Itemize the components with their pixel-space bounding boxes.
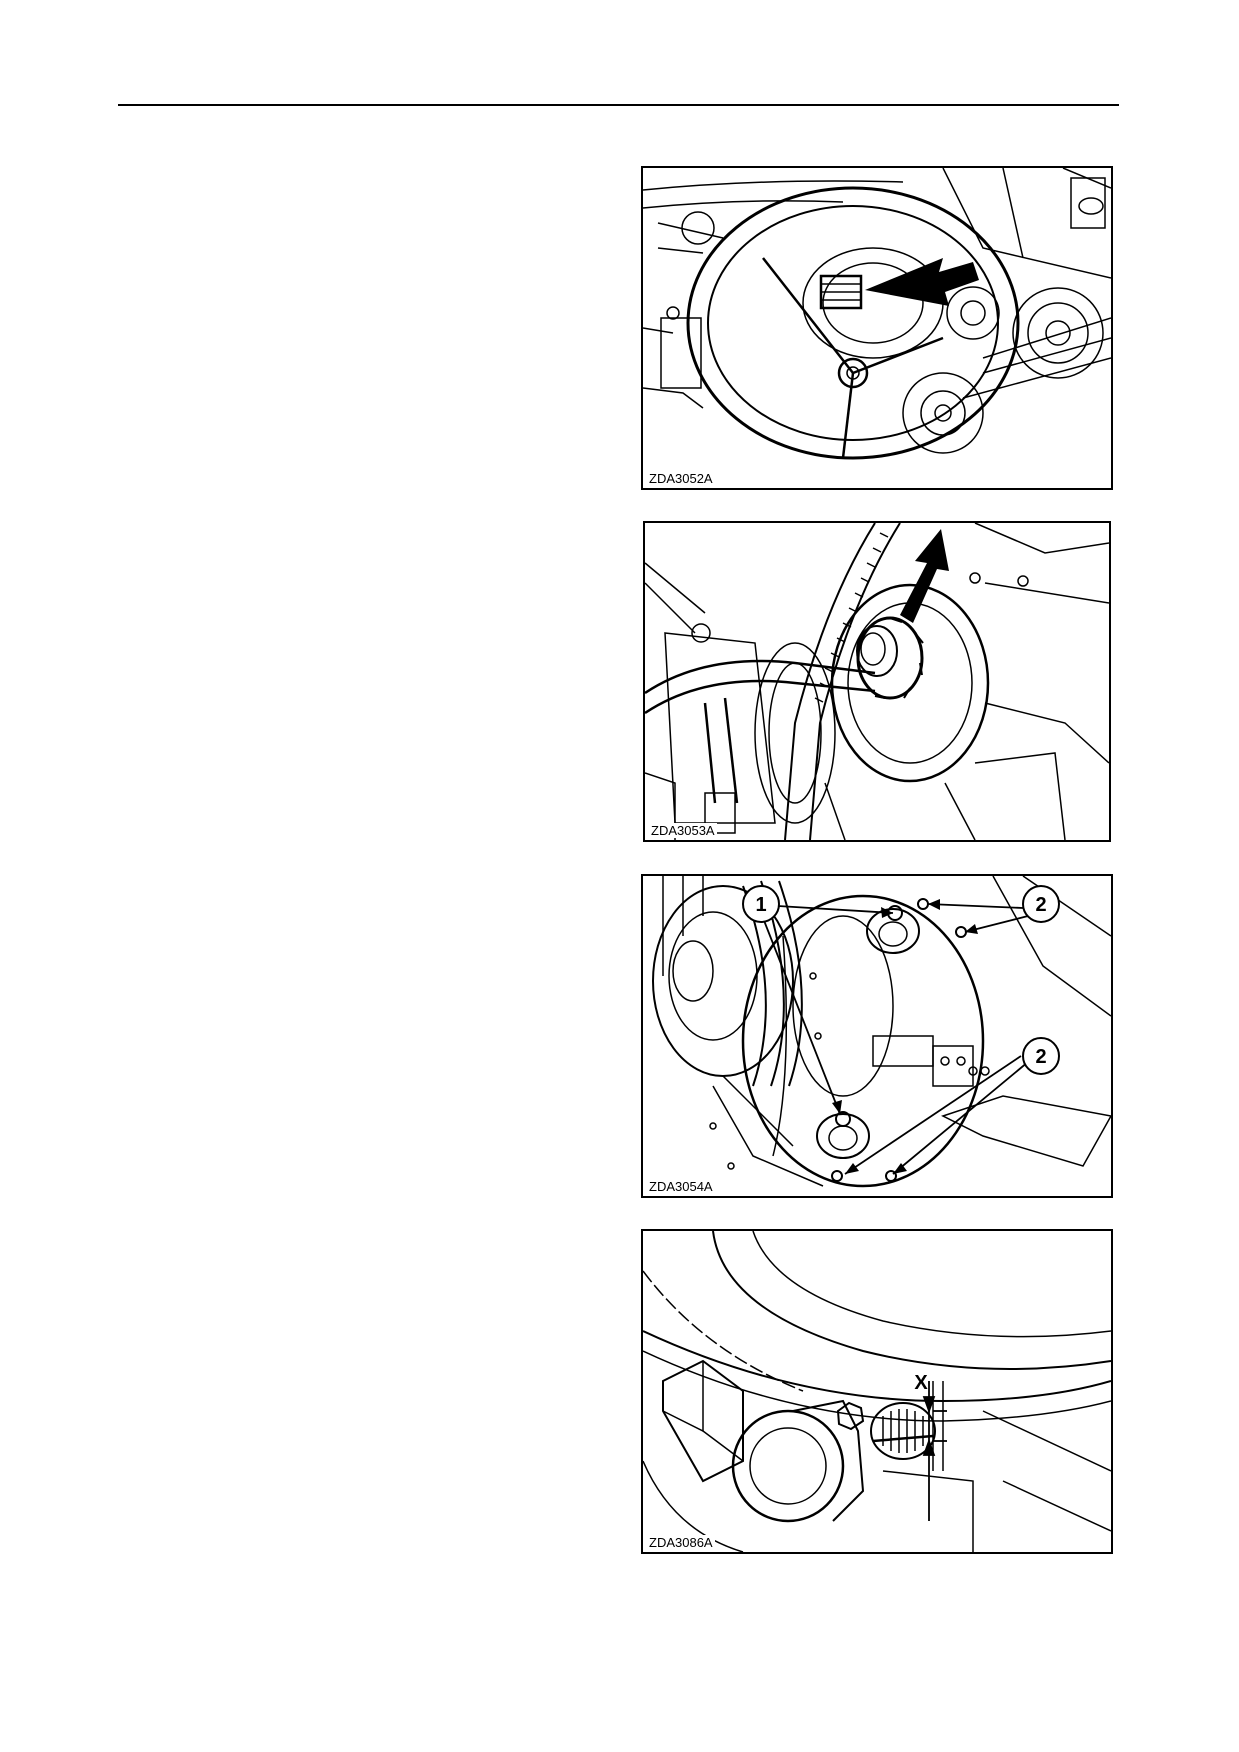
pointer-arrow-icon [865, 258, 979, 306]
figure-code: ZDA3086A [647, 1535, 715, 1550]
illustration-handwheel [643, 168, 1111, 460]
figure-zda3052a: ZDA3052A [641, 166, 1113, 490]
illustration-clearance: X [643, 1231, 1111, 1552]
dimension-label-x: X [914, 1372, 928, 1394]
figure-code: ZDA3053A [649, 823, 717, 838]
figure-zda3053a: ZDA3053A [643, 521, 1111, 842]
illustration-knob [645, 523, 1109, 840]
pointer-arrow-icon [900, 529, 949, 623]
illustration-bolts: 1 2 2 [652, 876, 1111, 1188]
callout-1-circle [742, 885, 780, 923]
callout-2a-circle [1022, 885, 1060, 923]
header-rule [118, 104, 1119, 106]
callout-2-bottom: 2 [1035, 1046, 1046, 1068]
figure-zda3086a: X ZDA3086A [641, 1229, 1113, 1554]
figure-code: ZDA3054A [647, 1179, 715, 1194]
callout-2-top: 2 [1035, 894, 1046, 916]
figure-zda3054a: 1 2 2 ZDA3054A [641, 874, 1113, 1198]
callout-2b-circle [1022, 1037, 1060, 1075]
figure-code: ZDA3052A [647, 471, 715, 486]
callout-1: 1 [755, 894, 766, 916]
